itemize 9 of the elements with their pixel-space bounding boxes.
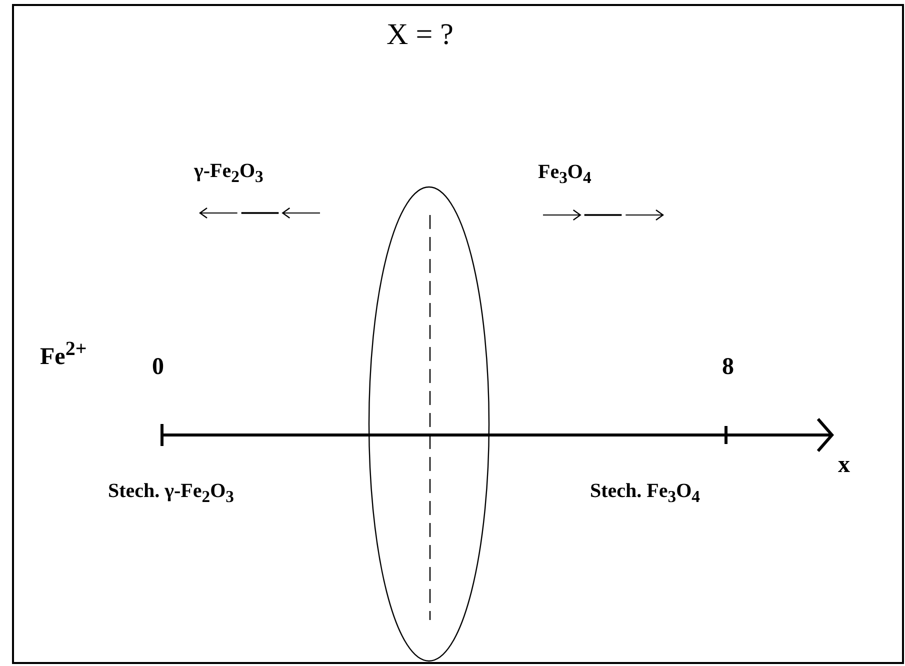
formula-label: Stech. Fe$_{3}$O$_{4}$ <box>590 480 700 506</box>
formula-label: x <box>838 452 850 478</box>
formula-label: 0 <box>152 354 164 380</box>
formula-label: Fe$^{2+}$ <box>40 338 87 370</box>
title: X = ? <box>386 18 454 52</box>
formula-label: Stech. γ-Fe$_{2}$O$_{3}$ <box>108 480 234 506</box>
formula-label: γ-Fe$_{2}$O$_{3}$ <box>194 160 264 186</box>
formula-label: Fe$_{3}$O$_{4}$ <box>538 161 592 188</box>
formula-label: 8 <box>722 354 734 380</box>
